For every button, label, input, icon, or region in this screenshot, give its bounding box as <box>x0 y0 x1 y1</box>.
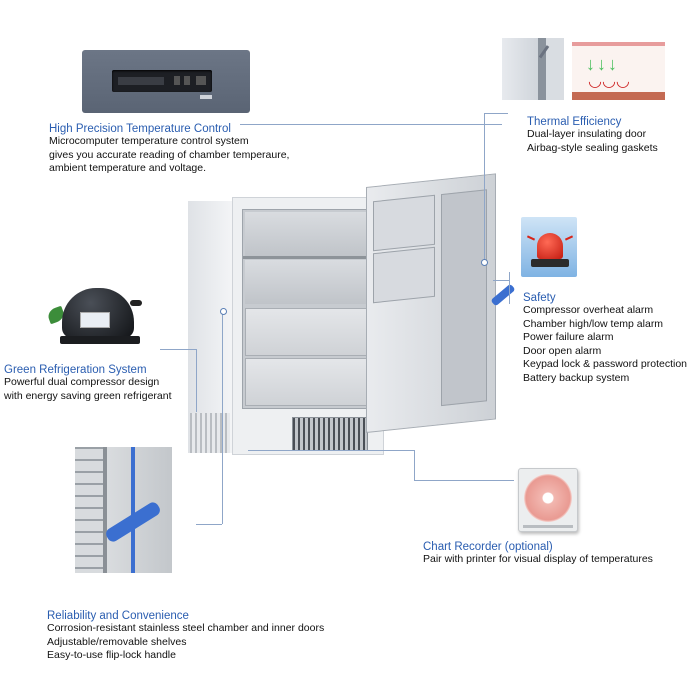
freezer-image <box>188 173 516 470</box>
safety-line-5: Keypad lock & password protection <box>523 358 688 370</box>
safety-line-1: Compressor overheat alarm <box>523 304 654 316</box>
reliability-title: Reliability and Convenience <box>47 610 189 622</box>
temp-control-title: High Precision Temperature Control <box>49 123 231 135</box>
door-seal-image <box>502 38 564 100</box>
connector-safety-h <box>493 280 509 281</box>
connector-recorder-h <box>248 450 414 451</box>
connector-handle-dot <box>220 308 227 315</box>
thermal-title: Thermal Efficiency <box>527 116 622 128</box>
temp-control-line-1: Microcomputer temperature control system <box>49 135 249 147</box>
heat-insulation-image: ↓↓↓ ◡◡◡ <box>572 42 665 100</box>
chart-recorder-line-1: Pair with printer for visual display of … <box>423 553 653 565</box>
connector-temp-control <box>240 124 502 125</box>
reliability-feature: Reliability and Convenience Corrosion-re… <box>47 610 324 663</box>
chart-recorder-title: Chart Recorder (optional) <box>423 541 553 553</box>
thermal-line-2: Airbag-style sealing gaskets <box>527 141 658 154</box>
refrigeration-line-1: Powerful dual compressor design <box>4 376 160 388</box>
temp-control-feature: High Precision Temperature Control Micro… <box>49 123 289 176</box>
connector-thermal-dot <box>481 259 488 266</box>
connector-recorder-h2 <box>414 480 514 481</box>
connector-handle-h <box>196 524 222 525</box>
safety-feature: Safety Compressor overheat alarm Chamber… <box>523 292 687 385</box>
thermal-line-1: Dual-layer insulating door <box>527 128 647 140</box>
connector-recorder-v <box>414 450 415 480</box>
safety-line-4: Door open alarm <box>523 344 602 357</box>
safety-line-6: Battery backup system <box>523 371 630 384</box>
alarm-light-image <box>521 217 577 277</box>
reliability-line-3: Easy-to-use flip-lock handle <box>47 649 176 661</box>
safety-line-2: Chamber high/low temp alarm <box>523 317 664 330</box>
chart-recorder-feature: Chart Recorder (optional) Pair with prin… <box>423 541 653 567</box>
refrigeration-title: Green Refrigeration System <box>4 364 147 376</box>
refrigeration-feature: Green Refrigeration System Powerful dual… <box>4 364 172 403</box>
safety-line-3: Power failure alarm <box>523 331 614 343</box>
compressor-image <box>42 280 148 350</box>
connector-handle-v <box>222 312 223 524</box>
refrigeration-line-2: with energy saving green refrigerant <box>4 389 172 402</box>
connector-thermal-h <box>484 113 508 114</box>
reliability-line-1: Corrosion-resistant stainless steel cham… <box>47 622 325 634</box>
connector-refrig-v <box>196 349 197 412</box>
connector-refrig-h <box>160 349 196 350</box>
control-display-panel <box>112 70 212 92</box>
chart-recorder-image <box>518 468 578 532</box>
safety-title: Safety <box>523 292 556 304</box>
control-panel-image <box>82 50 250 113</box>
reliability-line-2: Adjustable/removable shelves <box>47 635 187 648</box>
thermal-feature: Thermal Efficiency Dual-layer insulating… <box>527 116 658 155</box>
connector-safety-v <box>509 272 510 304</box>
temp-control-line-3: ambient temperature and voltage. <box>49 162 207 174</box>
connector-thermal-v <box>484 113 485 263</box>
handle-closeup-image <box>75 447 172 573</box>
temp-control-line-2: gives you accurate reading of chamber te… <box>49 148 290 161</box>
